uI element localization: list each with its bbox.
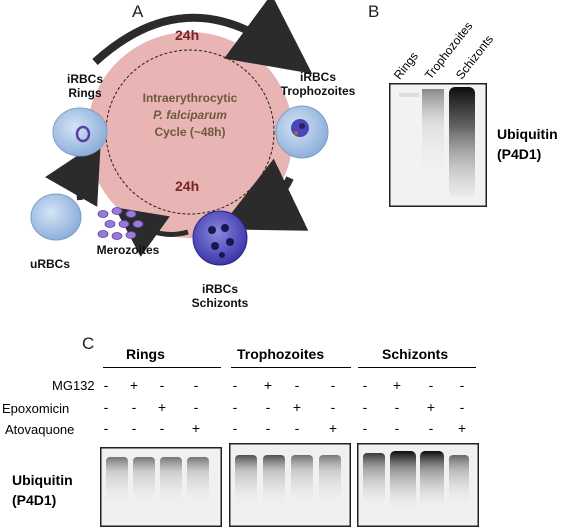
sign-schizonts-row3-lane1: -	[362, 420, 368, 436]
arrow-trophozoites-to-schizonts	[218, 158, 309, 231]
sign-trophozoites-row3-lane3: -	[294, 420, 300, 436]
sign-rings-row1-lane1: -	[103, 377, 109, 393]
sign-trophozoites-row1-lane2: +	[263, 377, 273, 393]
ubiquitin-label-b: Ubiquitin (P4D1)	[497, 124, 558, 164]
band-schizonts	[449, 87, 475, 197]
sign-schizonts-row1-lane3: -	[428, 377, 434, 393]
stage-title-trophozoites: Trophozoites	[237, 346, 325, 362]
rings-title-rule	[103, 367, 221, 368]
trophozoites-stage-label: iRBCs Trophozoites	[268, 70, 368, 98]
sign-rings-row2-lane1: -	[103, 399, 109, 415]
blot-c-rings	[100, 447, 222, 527]
ring-stage-cell-icon	[52, 107, 108, 157]
uninfected-rbc-icon	[30, 193, 82, 241]
sign-rings-row2-lane3: +	[157, 399, 167, 415]
schizonts-stage-label: iRBCs Schizonts	[185, 282, 255, 310]
sign-rings-row2-lane4: -	[193, 399, 199, 415]
panel-a-letter: A	[132, 2, 144, 21]
cycle-center-line2: P. falciparum	[153, 108, 227, 122]
sign-rings-row1-lane4: -	[193, 377, 199, 393]
schizonts-title-rule	[358, 367, 476, 368]
schizont-cell-icon	[192, 210, 248, 266]
band-trophozoites	[422, 89, 444, 179]
sign-trophozoites-row3-lane4: +	[328, 420, 338, 436]
sign-schizonts-row3-lane2: -	[394, 420, 400, 436]
ubiquitin-label-c: Ubiquitin (P4D1)	[12, 470, 73, 510]
sign-schizonts-row3-lane4: +	[457, 420, 467, 436]
arrow-rings-to-trophozoites	[92, 0, 313, 74]
treatment-label-atovaquone: Atovaquone	[5, 422, 75, 437]
ubiquitin-label-b-line2: (P4D1)	[497, 146, 542, 162]
arrow-urbc-to-rings	[45, 139, 101, 207]
sign-trophozoites-row3-lane2: -	[265, 420, 271, 436]
sign-trophozoites-row2-lane3: +	[292, 399, 302, 415]
hours-bottom: 24h	[175, 178, 200, 194]
treatment-label-mg132: MG132	[52, 378, 95, 393]
panel-c-letter: C	[82, 334, 95, 353]
sign-rings-row1-lane2: +	[129, 377, 139, 393]
treatment-label-epoxomicin: Epoxomicin	[2, 401, 70, 416]
sign-schizonts-row1-lane4: -	[459, 377, 465, 393]
panel-b-letter: B	[368, 2, 380, 21]
hours-top: 24h	[175, 27, 200, 43]
sign-schizonts-row2-lane3: +	[426, 399, 436, 415]
cycle-center-line1: Intraerythrocytic	[142, 91, 238, 105]
sign-schizonts-row2-lane1: -	[362, 399, 368, 415]
schizonts-label-line1: iRBCs	[201, 282, 238, 296]
sign-rings-row3-lane1: -	[103, 420, 109, 436]
ubiquitin-label-b-line1: Ubiquitin	[497, 126, 558, 142]
sign-trophozoites-row2-lane4: -	[330, 399, 336, 415]
trophozoites-label-line2: Trophozoites	[280, 84, 356, 98]
sign-schizonts-row1-lane1: -	[362, 377, 368, 393]
trophozoites-title-rule	[231, 367, 351, 368]
stage-title-rings: Rings	[126, 346, 165, 362]
sign-trophozoites-row1-lane1: -	[232, 377, 238, 393]
blot-c-schizonts	[357, 443, 479, 527]
ubiquitin-label-c-line1: Ubiquitin	[12, 472, 73, 488]
sign-trophozoites-row1-lane4: -	[330, 377, 336, 393]
schizonts-label-line2: Schizonts	[191, 296, 249, 310]
rings-label-line1: iRBCs	[66, 72, 103, 86]
trophozoite-cell-icon	[275, 105, 329, 159]
blot-b	[389, 83, 487, 207]
sign-rings-row1-lane3: -	[159, 377, 165, 393]
trophozoites-label-line1: iRBCs	[299, 70, 336, 84]
cycle-center-label: Intraerythrocytic P. falciparum Cycle (~…	[110, 90, 270, 141]
rings-stage-label: iRBCs Rings	[55, 72, 115, 100]
sign-rings-row2-lane2: -	[131, 399, 137, 415]
sign-schizonts-row2-lane4: -	[459, 399, 465, 415]
sign-trophozoites-row3-lane1: -	[232, 420, 238, 436]
sign-schizonts-row3-lane3: -	[428, 420, 434, 436]
sign-schizonts-row1-lane2: +	[392, 377, 402, 393]
band-rings	[399, 93, 419, 97]
merozoites-label: Merozoites	[96, 243, 160, 257]
sign-trophozoites-row2-lane2: -	[265, 399, 271, 415]
blot-c-trophozoites	[229, 443, 351, 527]
urbcs-label: uRBCs	[29, 257, 70, 271]
life-cycle-diagram	[30, 0, 329, 266]
sign-rings-row3-lane4: +	[191, 420, 201, 436]
sign-trophozoites-row2-lane1: -	[232, 399, 238, 415]
cycle-center-line3: Cycle (~48h)	[154, 125, 226, 139]
stage-title-schizonts: Schizonts	[382, 346, 449, 362]
rings-label-line2: Rings	[68, 86, 102, 100]
sign-trophozoites-row1-lane3: -	[294, 377, 300, 393]
sign-rings-row3-lane2: -	[131, 420, 137, 436]
sign-rings-row3-lane3: -	[159, 420, 165, 436]
merozoites-icon	[97, 207, 144, 240]
sign-schizonts-row2-lane2: -	[394, 399, 400, 415]
ubiquitin-label-c-line2: (P4D1)	[12, 492, 57, 508]
